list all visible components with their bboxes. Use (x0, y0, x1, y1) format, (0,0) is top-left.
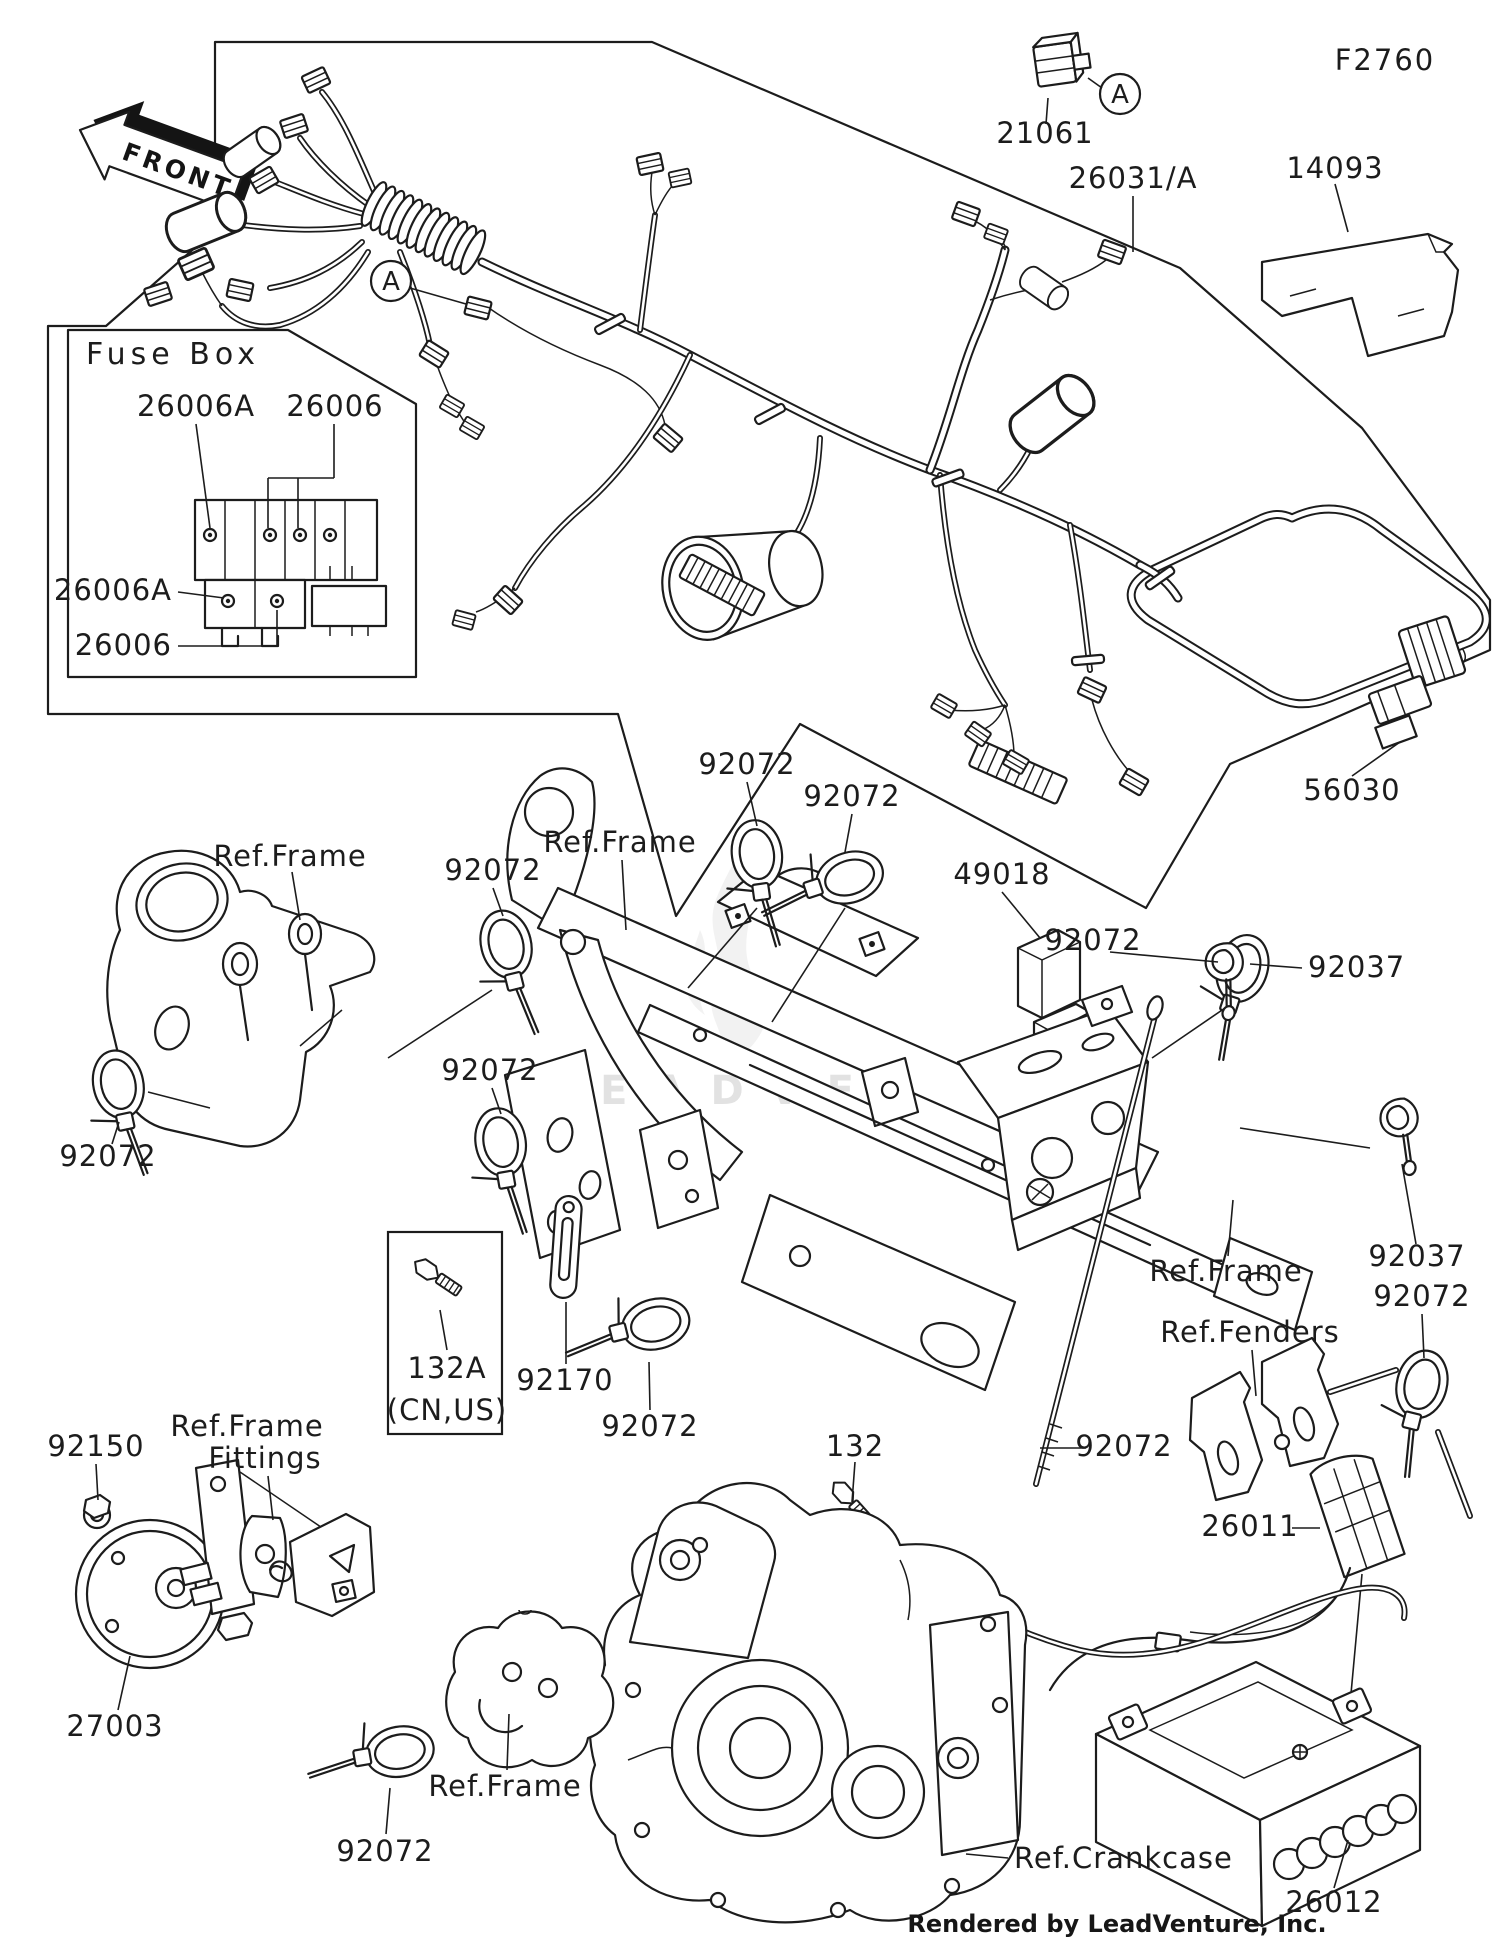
ref-label-frame-1: Ref.Frame (213, 839, 366, 873)
part-label-tie-strap-1: 92037 (1308, 950, 1405, 984)
relay-26011 (1048, 1454, 1406, 1749)
fuse-box-title: Fuse Box (86, 337, 260, 372)
part-label-band-8: 92072 (601, 1409, 698, 1443)
reference-labels: Ref.Frame Ref.Frame Ref.Frame Ref.Frame … (170, 825, 1340, 1875)
part-label-band-7: 92072 (59, 1139, 156, 1173)
nut-92150 (82, 1493, 112, 1530)
part-label-fuse-a-left: 26006A (54, 573, 172, 607)
part-label-band-6: 92072 (441, 1053, 538, 1087)
part-label-band-10: 92072 (336, 1834, 433, 1868)
cup-component (661, 529, 824, 641)
ref-label-fittings-line2: Fittings (208, 1441, 321, 1475)
part-label-frame-case: 49018 (953, 857, 1050, 891)
detail-marker-top: A (1087, 72, 1142, 116)
horn-27003 (74, 1458, 341, 1670)
detail-marker-harness: A (369, 259, 467, 305)
part-label-bracket: 14093 (1286, 151, 1383, 185)
figure-code: F2760 (1335, 43, 1435, 77)
part-label-bolt-cn: 132A (407, 1351, 486, 1385)
ref-label-fittings-line1: Ref.Frame (170, 1409, 323, 1443)
detail-marker-top-label: A (1111, 80, 1129, 110)
detail-marker-harness-label: A (382, 267, 400, 297)
bolt-132a-box (386, 1230, 504, 1436)
ref-label-frame-2: Ref.Frame (543, 825, 696, 859)
diode-21061 (1032, 31, 1092, 88)
part-label-band-5: 92072 (444, 853, 541, 887)
part-label-nut: 92150 (47, 1429, 144, 1463)
part-label-harness: 26031/A (1069, 161, 1198, 195)
fuse-block (193, 498, 388, 648)
ref-label-frame-4: Ref.Frame (428, 1769, 581, 1803)
headstock-frame (106, 849, 376, 1148)
ref-label-frame-3: Ref.Frame (1149, 1254, 1302, 1288)
part-label-fuse-a-top: 26006A (137, 389, 255, 423)
star-bracket (445, 1609, 615, 1769)
fender-stays (1188, 1336, 1399, 1502)
part-label-fuse-left: 26006 (75, 628, 172, 662)
corrugated-tube (360, 181, 487, 276)
part-label-band-2: 92072 (803, 779, 900, 813)
leader-lines (95, 97, 1425, 1889)
part-label-strap: 92170 (516, 1363, 613, 1397)
harness-boundary (46, 40, 1492, 918)
main-frame (503, 767, 1314, 1392)
right-bracket-assembly (956, 984, 1150, 1252)
multipin-connector (678, 553, 766, 617)
part-label-fuse-top: 26006 (286, 389, 383, 423)
part-label-battery: 26012 (1285, 1885, 1382, 1919)
clamp-bands (76, 815, 1473, 1794)
part-label-band-4: 92072 (1373, 1279, 1470, 1313)
battery-26012 (1094, 1660, 1422, 1928)
ref-label-fenders: Ref.Fenders (1160, 1315, 1340, 1349)
long-tie (1033, 995, 1164, 1487)
part-label-bolt: 132 (826, 1429, 884, 1463)
fuse-box-inset: Fuse Box 26006A 26006 26006A 26006 (54, 328, 418, 679)
joint-connector-56030 (1367, 615, 1467, 750)
part-label-bolt-cn-note: (CN,US) (387, 1393, 507, 1427)
frame-fittings-bracket (239, 1512, 376, 1618)
bracket-plate-14093 (1260, 232, 1460, 358)
part-label-relay: 26011 (1201, 1509, 1298, 1543)
part-label-band-9: 92072 (1075, 1429, 1172, 1463)
part-label-horn: 27003 (66, 1709, 163, 1743)
render-credit: Rendered by LeadVenture, Inc. (907, 1910, 1326, 1938)
part-label-diode: 21061 (996, 116, 1093, 150)
crankcase (588, 1481, 1028, 1924)
part-labels: 21061 26031/A 14093 56030 92072 92072 49… (47, 116, 1470, 1919)
part-label-band-1: 92072 (698, 747, 795, 781)
wiring-harness-drawing: A A (142, 31, 1491, 805)
part-label-tie-strap-2: 92037 (1368, 1239, 1465, 1273)
ref-label-crankcase: Ref.Crankcase (1014, 1841, 1233, 1875)
part-label-joint-connector: 56030 (1303, 773, 1400, 807)
part-label-band-3: 92072 (1044, 923, 1141, 957)
strap-92170 (549, 1194, 583, 1300)
